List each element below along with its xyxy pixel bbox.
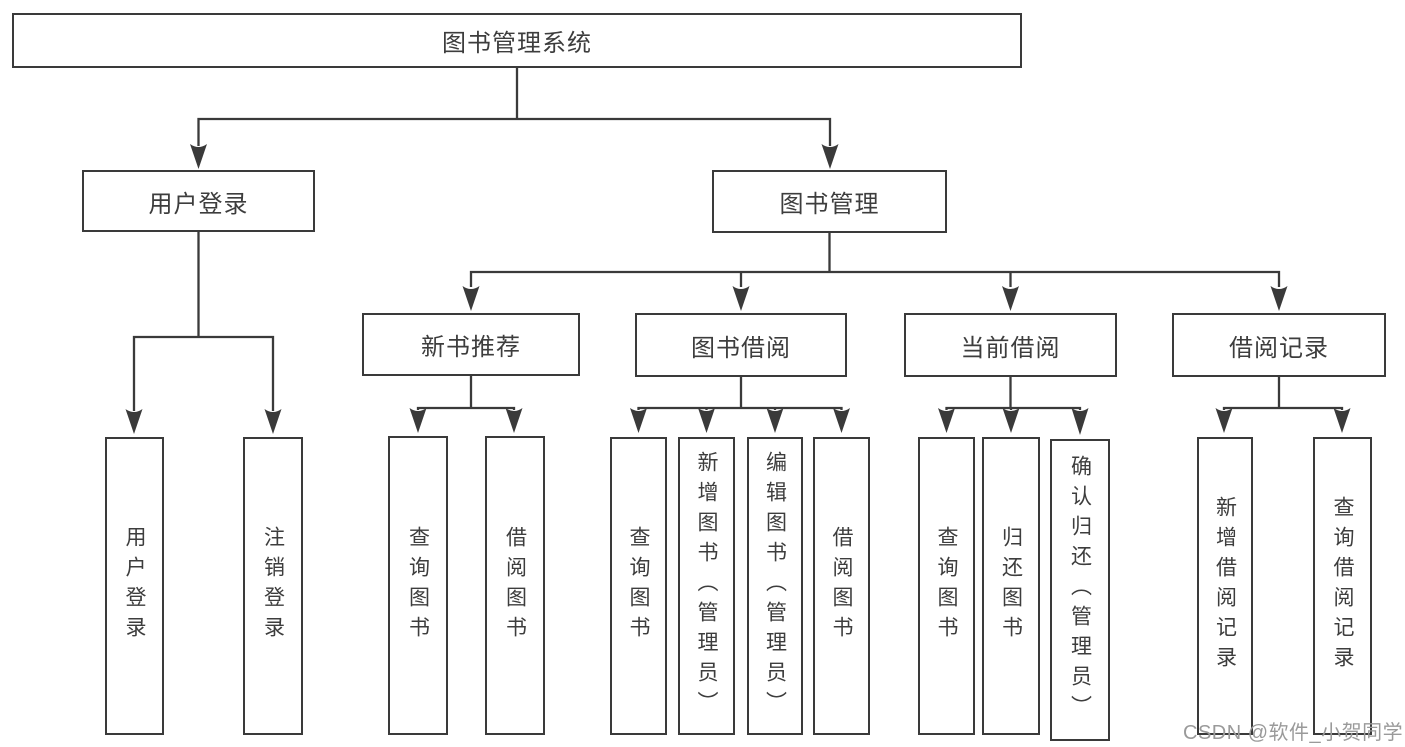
- node-new-book-recommend: 新书推荐: [362, 313, 580, 376]
- leaf-bb-edit-book: 编辑图书（管理员）: [747, 437, 803, 735]
- connector: [416, 376, 516, 410]
- leaf-bb-borrow-book: 借阅图书: [813, 437, 870, 735]
- leaf-bb-add-book-label: 新增图书（管理员）: [695, 451, 718, 721]
- leaf-logout: 注销登录: [243, 437, 303, 735]
- connector: [132, 232, 275, 411]
- arrowhead-down-icon: [409, 408, 427, 433]
- leaf-logout-label: 注销登录: [261, 526, 285, 646]
- node-current-borrow: 当前借阅: [904, 313, 1117, 377]
- arrowhead-down-icon: [698, 408, 715, 433]
- arrowhead-down-icon: [505, 408, 523, 433]
- leaf-cb-return-book-label: 归还图书: [999, 526, 1023, 646]
- leaf-bb-query-book: 查询图书: [610, 437, 667, 735]
- node-user-login: 用户登录: [82, 170, 315, 232]
- node-library-system-label: 图书管理系统: [442, 30, 592, 57]
- node-borrow-records: 借阅记录: [1172, 313, 1386, 377]
- node-book-borrow: 图书借阅: [635, 313, 847, 377]
- leaf-rec-borrow-book-label: 借阅图书: [503, 525, 527, 646]
- arrowhead-down-icon: [1002, 408, 1020, 433]
- csdn-watermark: CSDN @软件_小贺同学: [1183, 722, 1404, 744]
- leaf-br-add-record-label: 新增借阅记录: [1213, 496, 1237, 676]
- leaf-br-query-record-label: 查询借阅记录: [1331, 496, 1354, 676]
- leaf-cb-confirm-return-label: 确认归还（管理员）: [1068, 455, 1092, 725]
- arrowhead-down-icon: [732, 286, 750, 311]
- arrowhead-down-icon: [264, 409, 282, 434]
- leaf-bb-edit-book-label: 编辑图书（管理员）: [763, 451, 787, 721]
- node-book-management: 图书管理: [712, 170, 947, 233]
- node-borrow-records-label: 借阅记录: [1229, 334, 1329, 362]
- node-book-management-label: 图书管理: [779, 191, 880, 218]
- connector: [1222, 377, 1344, 410]
- leaf-cb-query-book-label: 查询图书: [935, 526, 958, 646]
- arrowhead-down-icon: [125, 409, 143, 434]
- arrowhead-down-icon: [462, 286, 480, 311]
- arrowhead-down-icon: [1333, 408, 1351, 433]
- leaf-br-add-record: 新增借阅记录: [1197, 437, 1253, 735]
- arrowhead-down-icon: [833, 408, 850, 433]
- connector: [637, 377, 843, 410]
- arrowhead-down-icon: [190, 144, 207, 169]
- arrowhead-down-icon: [1270, 286, 1288, 311]
- arrowhead-down-icon: [766, 408, 784, 433]
- leaf-cb-return-book: 归还图书: [982, 437, 1040, 735]
- leaf-user-login: 用户登录: [105, 437, 164, 735]
- connector: [197, 117, 832, 146]
- leaf-cb-query-book: 查询图书: [918, 437, 975, 735]
- leaf-bb-query-book-label: 查询图书: [627, 526, 650, 646]
- node-user-login-label: 用户登录: [148, 190, 249, 218]
- connector: [945, 377, 1082, 410]
- arrowhead-down-icon: [821, 144, 839, 169]
- leaf-cb-confirm-return: 确认归还（管理员）: [1050, 439, 1110, 741]
- leaf-br-query-record: 查询借阅记录: [1313, 437, 1372, 735]
- arrowhead-down-icon: [938, 408, 955, 433]
- arrowhead-down-icon: [1002, 286, 1019, 311]
- leaf-bb-add-book: 新增图书（管理员）: [678, 437, 735, 735]
- leaf-rec-query-book: 查询图书: [388, 436, 448, 735]
- node-book-borrow-label: 图书借阅: [691, 334, 791, 362]
- arrowhead-down-icon: [630, 408, 647, 433]
- connector: [469, 233, 1281, 287]
- leaf-user-login-label: 用户登录: [123, 526, 146, 646]
- node-new-book-recommend-label: 新书推荐: [421, 334, 521, 361]
- arrowhead-down-icon: [1071, 408, 1089, 435]
- node-current-borrow-label: 当前借阅: [960, 334, 1061, 362]
- leaf-bb-borrow-book-label: 借阅图书: [830, 526, 853, 646]
- leaf-rec-borrow-book: 借阅图书: [485, 436, 545, 735]
- node-library-system: 图书管理系统: [12, 13, 1022, 68]
- leaf-rec-query-book-label: 查询图书: [406, 525, 430, 646]
- arrowhead-down-icon: [1215, 408, 1233, 433]
